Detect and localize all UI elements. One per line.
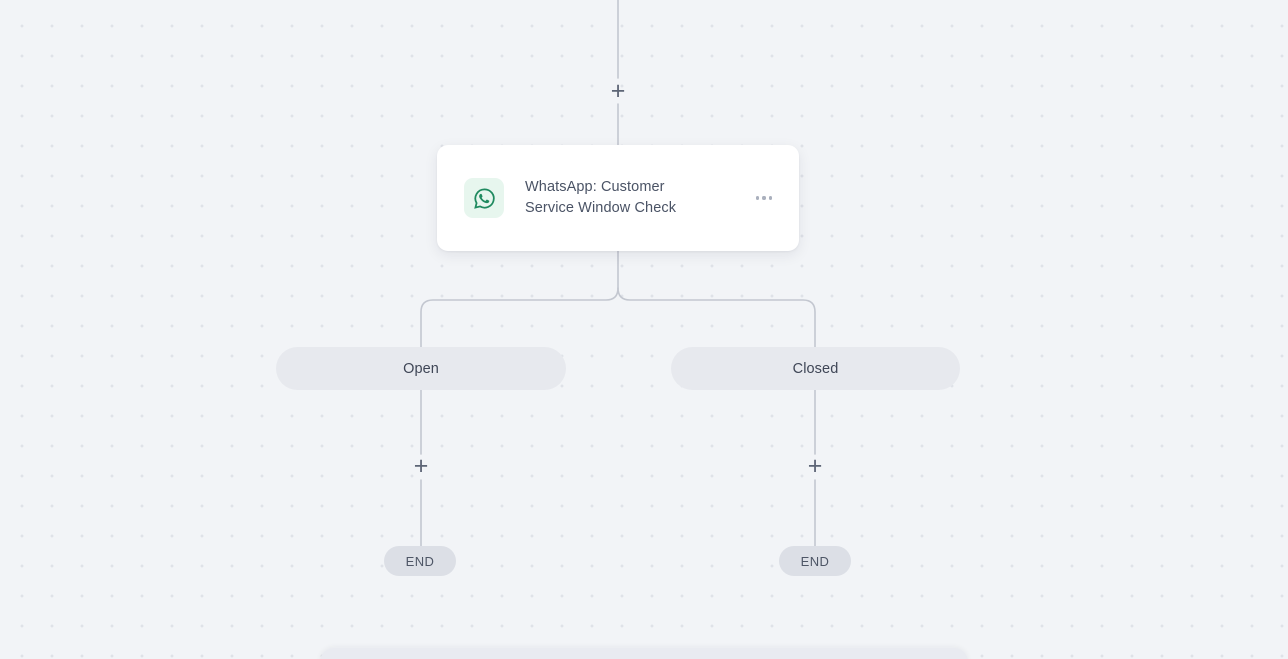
menu-dot [762, 196, 766, 200]
branch-label-closed[interactable]: Closed [671, 347, 960, 390]
menu-dot [755, 196, 760, 200]
add-step-button-closed-branch[interactable]: + [807, 452, 823, 480]
node-card-whatsapp-service-window-check[interactable]: WhatsApp: Customer Service Window Check [437, 145, 799, 251]
end-node-closed-branch[interactable]: END [779, 546, 851, 576]
branch-label-open[interactable]: Open [276, 347, 566, 390]
menu-dot [768, 196, 773, 200]
connector-split-right [617, 287, 816, 348]
node-card-title: WhatsApp: Customer Service Window Check [525, 179, 677, 216]
add-step-button-top[interactable]: + [610, 77, 626, 105]
whatsapp-icon [464, 178, 504, 218]
connector-split-left [420, 287, 619, 348]
end-node-open-branch[interactable]: END [384, 546, 456, 576]
bottom-panel-edge[interactable] [320, 648, 968, 659]
whatsapp-glyph [473, 187, 495, 209]
add-step-button-open-branch[interactable]: + [413, 452, 429, 480]
node-card-overflow-menu-icon[interactable] [749, 196, 779, 200]
